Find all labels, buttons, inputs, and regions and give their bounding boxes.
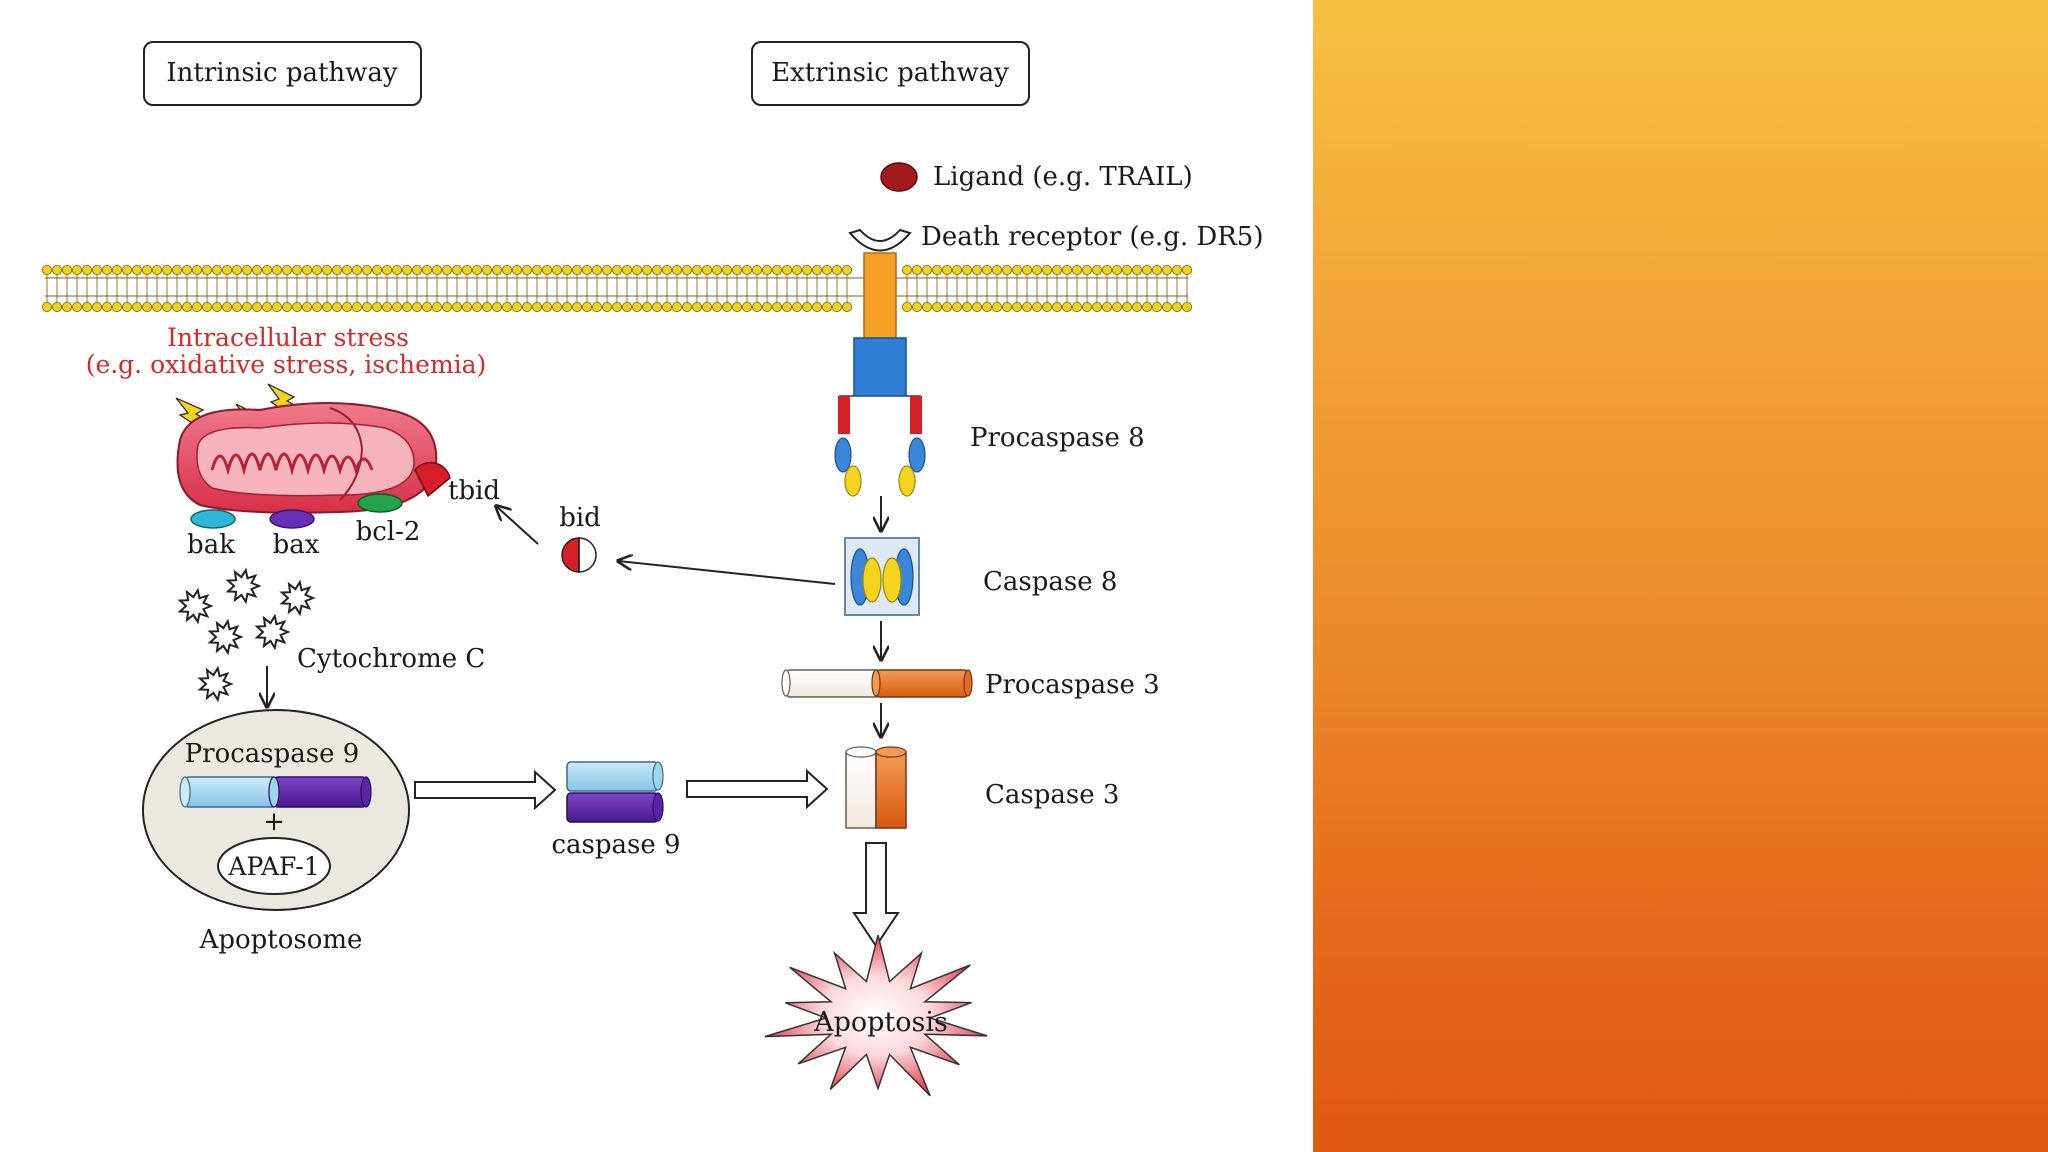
cytochrome-c-icon xyxy=(197,665,234,703)
bid-icon xyxy=(561,537,597,573)
procaspase8-icon xyxy=(834,395,926,497)
procaspase3-label: Procaspase 3 xyxy=(985,670,1160,700)
arrow-bid-to-tbid xyxy=(496,506,539,545)
cytochrome-c-icon xyxy=(254,613,291,651)
cell-membrane xyxy=(42,264,1193,312)
caspase8-icon xyxy=(844,537,920,616)
intrinsic-header-label: Intrinsic pathway xyxy=(166,58,398,88)
caspase9-label: caspase 9 xyxy=(551,830,680,860)
apaf1-icon xyxy=(217,837,331,895)
arrow-caspase9-to-caspase3 xyxy=(686,768,829,810)
gradient-panel xyxy=(1313,0,2048,1152)
cytochrome-label: Cytochrome C xyxy=(297,644,485,674)
ligand-label: Ligand (e.g. TRAIL) xyxy=(933,162,1193,192)
bid-label: bid xyxy=(559,503,601,533)
cytochrome-c-icons xyxy=(177,567,316,703)
receptor-label: Death receptor (e.g. DR5) xyxy=(921,222,1263,252)
procaspase9-icon xyxy=(179,776,372,808)
arrow-caspase8-to-bid xyxy=(618,561,836,585)
arrow-apoptosome-to-caspase9 xyxy=(414,769,557,811)
cytochrome-c-icon xyxy=(177,587,214,625)
caspase8-label: Caspase 8 xyxy=(983,567,1117,597)
bcl2-icon xyxy=(357,493,403,513)
mitochondrion-icon xyxy=(176,402,438,514)
cytochrome-c-icon xyxy=(207,618,244,656)
stress-line2: (e.g. oxidative stress, ischemia) xyxy=(86,350,487,379)
stress-line1: Intracellular stress xyxy=(167,323,409,352)
caspase9-icon xyxy=(566,761,664,823)
caspase3-icon xyxy=(845,746,907,829)
intrinsic-header: Intrinsic pathway xyxy=(143,41,422,106)
extrinsic-header-label: Extrinsic pathway xyxy=(771,58,1009,88)
figure-panel: Intrinsic pathway Extrinsic pathway Liga… xyxy=(42,41,1264,1097)
procaspase3-icon xyxy=(781,669,973,698)
bax-icon xyxy=(269,509,315,529)
procaspase8-label: Procaspase 8 xyxy=(970,423,1145,453)
bak-icon xyxy=(190,509,236,529)
apoptosome-icon xyxy=(142,709,410,911)
apoptosis-burst-icon xyxy=(764,935,988,1097)
caspase3-label: Caspase 3 xyxy=(985,780,1119,810)
apoptosis-diagram: Intrinsic pathway Extrinsic pathway Liga… xyxy=(42,41,1263,1097)
bcl2-label: bcl-2 xyxy=(356,517,421,547)
cytochrome-c-icon xyxy=(279,579,316,617)
apoptosome-label: Apoptosome xyxy=(199,925,363,955)
death-receptor xyxy=(848,228,912,397)
tbid-icon xyxy=(414,461,451,498)
cytochrome-c-icon xyxy=(225,567,262,605)
extrinsic-header: Extrinsic pathway xyxy=(751,41,1030,106)
tbid-label: tbid xyxy=(448,476,500,506)
ligand-icon xyxy=(880,162,918,192)
bak-label: bak xyxy=(187,530,235,560)
apoptosis-label: Apoptosis xyxy=(813,1007,948,1038)
procaspase9-label: Procaspase 9 xyxy=(185,739,360,769)
bax-label: bax xyxy=(273,530,320,560)
apaf1-label: APAF-1 xyxy=(227,852,319,881)
plus-sign: + xyxy=(263,807,285,837)
arrow-caspase3-to-apoptosis xyxy=(852,842,900,948)
